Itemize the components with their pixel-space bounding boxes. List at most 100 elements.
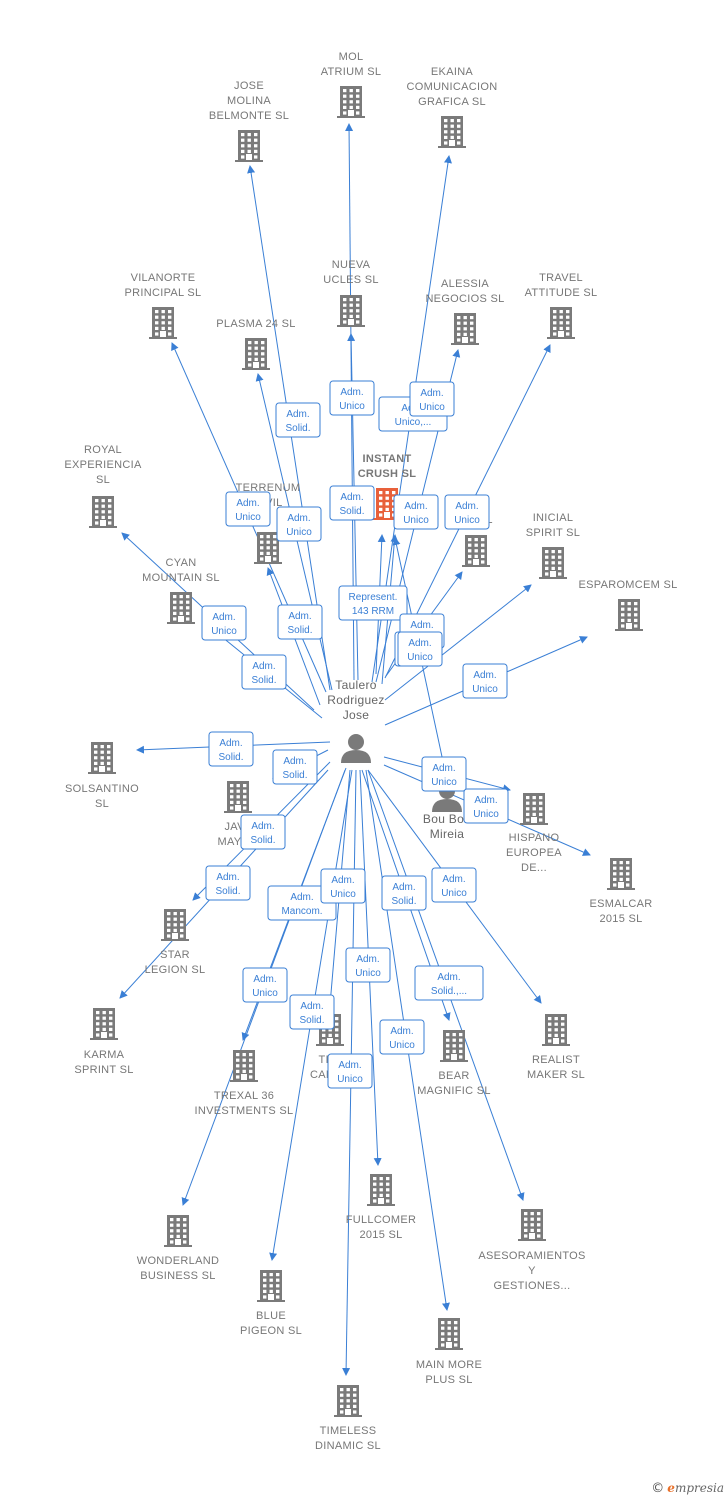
edge-label-jose-realist[interactable]: Adm.Unico [431, 867, 477, 903]
node-esparomcem[interactable]: ESPAROMCEM SL [578, 579, 677, 631]
edge-label-text-0: Adm. [300, 1001, 323, 1012]
edge-label-jose-nueva[interactable]: Adm.Solid. [329, 485, 375, 521]
building-icon [167, 592, 195, 624]
edge-label-jose-asesor[interactable]: Adm.Solid.,... [414, 965, 484, 1001]
edge-label-text-0: Adm. [432, 763, 455, 774]
edge-label-text-1: Solid. [287, 625, 312, 636]
building-icon [547, 307, 575, 339]
node-label-jose-line-0: Taulero [335, 678, 376, 692]
edge-label-jose-wonderland[interactable]: Adm.Unico [242, 967, 288, 1003]
building-icon [235, 130, 263, 162]
edge-label-jose-mainmore[interactable]: Adm.Unico [379, 1019, 425, 1055]
edge-label-jose-karma[interactable]: Adm.Solid. [240, 814, 286, 850]
edge-label-jose-timeless[interactable]: Adm.Unico [327, 1053, 373, 1089]
node-label-star-line-0: STAR [160, 949, 190, 961]
building-icon [90, 1008, 118, 1040]
node-plasma[interactable]: PLASMA 24 SL [216, 318, 295, 370]
node-asesor[interactable]: ASESORAMIENTOSYGESTIONES... [478, 1209, 585, 1292]
edge-label-jose-cyan[interactable]: Adm.Solid. [241, 654, 287, 690]
person-icon [341, 734, 371, 763]
edge-label-jose-travel[interactable]: Adm.Unico [444, 494, 490, 530]
building-icon [337, 295, 365, 327]
edge-label-text-1: Unico [330, 889, 356, 900]
edge-label-jose-terrenum[interactable]: Adm.Solid. [277, 604, 323, 640]
edge-label-jose-solsantino[interactable]: Adm.Solid. [208, 731, 254, 767]
edge-label-jose-blue[interactable]: Adm.Solid. [289, 994, 335, 1030]
edge-label-text-0: Adm. [290, 892, 313, 903]
edge-label-jose-instant[interactable]: Represent.143 RRM [338, 585, 408, 621]
building-icon [438, 116, 466, 148]
edge-label-jose-fullcomer[interactable]: Adm.Unico [345, 947, 391, 983]
edge-label-jose-bear[interactable]: Adm.Solid. [381, 875, 427, 911]
edge-label-jose-vilanorte[interactable]: Adm.Unico [225, 491, 271, 527]
building-icon [254, 532, 282, 564]
node-hispano[interactable]: HISPANOEUROPEADE... [506, 793, 562, 874]
node-label-jose-line-1: Rodriguez [327, 693, 384, 707]
node-terrenum[interactable]: TERRENUMCIVIL [236, 482, 301, 564]
edge-label-text-1: Solid. [285, 423, 310, 434]
node-label-cyan-line-0: CYAN [166, 557, 197, 569]
node-label-terrenum-line-0: TERRENUM [236, 482, 301, 494]
edge-label-text-1: Unico [252, 988, 278, 999]
building-icon [451, 313, 479, 345]
edge-line-jose-inicial [384, 584, 532, 701]
edge-label-jose-plasma[interactable]: Adm.Unico [276, 506, 322, 542]
edge-label-jose-java[interactable]: Adm.Solid. [272, 749, 318, 785]
node-label-ekaina-line-1: COMUNICACION [407, 81, 498, 93]
edge-label-jose-hispano[interactable]: Adm.Unico [421, 756, 467, 792]
node-label-josemb-line-2: BELMONTE SL [209, 110, 289, 122]
edge-label-text-0: Adm. [474, 795, 497, 806]
node-label-jose-line-2: Jose [343, 708, 370, 722]
edge-label-jose-esparomcem[interactable]: Adm.Unico [462, 663, 508, 699]
edge-label-text-1: Unico [419, 402, 445, 413]
edge-label-jose-star[interactable]: Adm.Solid. [205, 865, 251, 901]
edge-label-jose-royal[interactable]: Adm.Unico [201, 605, 247, 641]
node-label-nueva-line-1: UCLES SL [323, 274, 379, 286]
building-icon [542, 1014, 570, 1046]
building-icon [615, 599, 643, 631]
edge-label-jose-esmalcar[interactable]: Adm.Unico [463, 788, 509, 824]
edge-label-jose-ood[interactable]: Adm.Unico [393, 494, 439, 530]
building-icon [518, 1209, 546, 1241]
node-label-vilanorte-line-1: PRINCIPAL SL [125, 287, 202, 299]
edge-label-text-0: Adm. [410, 620, 433, 631]
building-icon [149, 307, 177, 339]
edge-label-jose-josemb[interactable]: Adm.Solid. [275, 402, 321, 438]
edge-label-jose-alessia[interactable]: Adm.Unico [409, 381, 455, 417]
node-label-alessia-line-1: NEGOCIOS SL [425, 293, 504, 305]
node-vilanorte[interactable]: VILANORTE PRINCIPAL SL [125, 272, 202, 339]
node-label-vilanorte-line-0: VILANORTE [131, 272, 196, 284]
footer-credit[interactable]: ©empresia [651, 1481, 724, 1496]
edge-label-text-0: Adm. [236, 498, 259, 509]
edge-label-text-1: Unico [472, 684, 498, 695]
edge-label-jose-trecanar[interactable]: Adm.Unico [320, 868, 366, 904]
edge-label-jose-trexal[interactable]: Adm.Mancom. [267, 885, 337, 921]
edge-label-jose-mol[interactable]: Adm.Unico [329, 380, 375, 416]
edge-label-mireia-instant[interactable]: Adm.Unico [397, 631, 443, 667]
building-icon [440, 1030, 468, 1062]
